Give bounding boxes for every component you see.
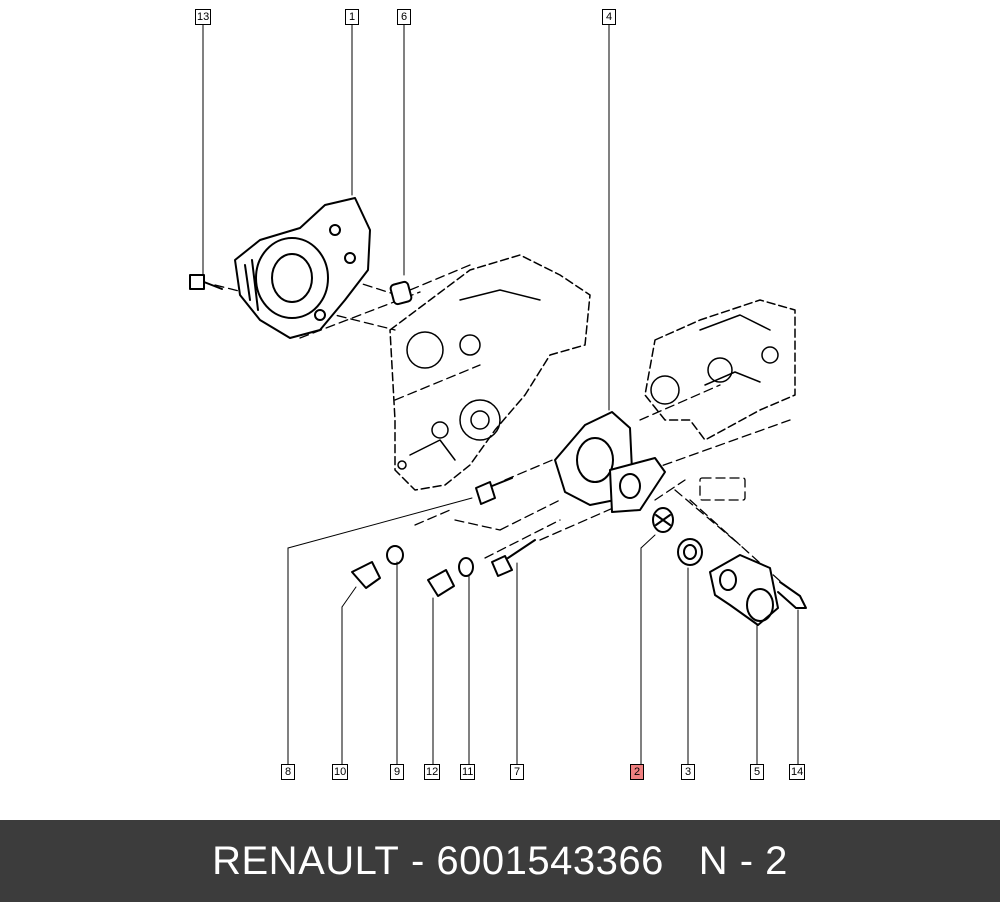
water-pump-part-1	[234, 197, 371, 339]
thermostat-part-2	[652, 507, 674, 533]
callout-4[interactable]: 4	[602, 9, 616, 25]
bolt-part-13	[189, 274, 223, 290]
footer-separator: -	[399, 838, 437, 883]
bolt-part-7	[491, 539, 536, 577]
engine-block-right	[644, 299, 796, 441]
callout-1[interactable]: 1	[345, 9, 359, 25]
leader-lines	[202, 24, 799, 765]
callout-11[interactable]: 11	[460, 764, 476, 780]
gasket-part-3	[677, 538, 703, 566]
seal-part-9	[386, 545, 404, 565]
water-outlet-part-5	[709, 554, 779, 626]
exploded-parts-diagram	[189, 24, 807, 765]
plug-part-12	[427, 569, 455, 597]
brand-name: RENAULT	[212, 838, 400, 883]
callout-12[interactable]: 12	[424, 764, 441, 780]
callout-13[interactable]: 13	[195, 9, 212, 25]
part-info-footer: RENAULT - 6001543366 N - 2	[0, 820, 1000, 902]
callout-3[interactable]: 3	[681, 764, 695, 780]
dowel-part-6	[389, 280, 413, 306]
callout-7[interactable]: 7	[510, 764, 524, 780]
callout-6[interactable]: 6	[397, 9, 411, 25]
plug-part-10	[351, 561, 381, 589]
callout-8[interactable]: 8	[281, 764, 295, 780]
diagram-drawing	[189, 24, 807, 765]
bolt-part-8	[475, 477, 513, 505]
footer-gap	[664, 839, 699, 884]
callout-2-highlighted[interactable]: 2	[630, 764, 644, 780]
seal-part-11	[458, 557, 474, 577]
engine-block-left	[389, 254, 591, 491]
part-number: 6001543366	[436, 838, 664, 883]
callout-5[interactable]: 5	[750, 764, 764, 780]
callout-10[interactable]: 10	[332, 764, 349, 780]
position-label: N - 2	[698, 838, 788, 883]
thermostat-housing-part-4	[554, 411, 666, 513]
callout-9[interactable]: 9	[390, 764, 404, 780]
bolt-part-14	[777, 581, 807, 609]
callout-14[interactable]: 14	[789, 764, 806, 780]
